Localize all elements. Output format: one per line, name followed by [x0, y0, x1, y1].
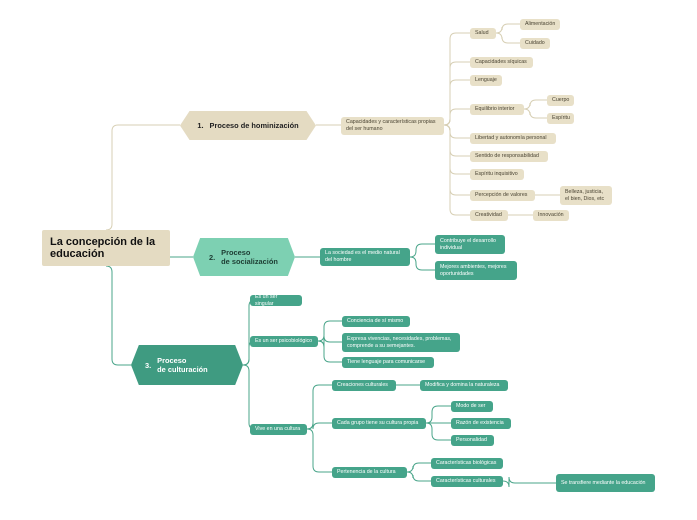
node-cada-grupo[interactable]: Cada grupo tiene su cultura propia [332, 418, 426, 429]
node-razon-existencia[interactable]: Razón de existencia [451, 418, 511, 429]
node-contribuye-desarrollo[interactable]: Contribuye el desarrollo individual [435, 235, 505, 254]
connector-line [443, 124, 470, 139]
connector-line [409, 243, 435, 258]
connector-line [306, 428, 332, 473]
node-sentido-responsabilidad[interactable]: Sentido de responsabilidad [470, 151, 548, 162]
node-espiritu[interactable]: Espíritu [547, 113, 574, 124]
node-vive-cultura[interactable]: Vive en una cultura [250, 424, 307, 435]
branch-label: Proceso de socialización [221, 248, 278, 266]
branch-label: Proceso de hominización [209, 121, 299, 130]
connector-line [406, 471, 431, 482]
branch-number: 1. [197, 121, 204, 130]
branch-hominizacion[interactable]: 1. Proceso de hominización [180, 111, 316, 140]
branch-culturacion[interactable]: 3. Proceso de culturación [131, 345, 243, 385]
branch-label: Proceso de culturación [157, 356, 208, 374]
node-tiene-lenguaje[interactable]: Tiene lenguaje para comunicarse [342, 357, 434, 368]
node-modo-de-ser[interactable]: Modo de ser [451, 401, 493, 412]
node-sociedad-medio-natural[interactable]: La sociedad es el medio natural del homb… [320, 248, 410, 266]
node-personalidad[interactable]: Personalidad [451, 435, 494, 446]
node-creatividad[interactable]: Creatividad [470, 210, 508, 221]
connector-line [443, 124, 470, 157]
connector-line [443, 124, 470, 175]
connector-line [105, 124, 180, 231]
node-libertad-autonomia[interactable]: Libertad y autonomía personal [470, 133, 556, 144]
connector-line [443, 124, 470, 216]
node-cuidado[interactable]: Cuidado [520, 38, 550, 49]
node-transfiere-educacion[interactable]: Se transfiere mediante la educación [556, 474, 655, 492]
connector-line [495, 32, 520, 44]
connector-line [443, 32, 470, 126]
node-salud[interactable]: Salud [470, 28, 496, 39]
connector-line [443, 79, 470, 126]
node-innovacion[interactable]: Innovación [533, 210, 569, 221]
connector-line [425, 405, 451, 424]
node-percepcion-valores[interactable]: Percepción de valores [470, 190, 535, 201]
connector-line [306, 422, 332, 430]
connector-line [105, 265, 131, 366]
node-lenguaje[interactable]: Lenguaje [470, 75, 502, 86]
node-ser-singular[interactable]: Es un ser singular [250, 294, 302, 307]
connector-line [443, 61, 470, 126]
node-caracteristicas-biologicas[interactable]: Características biológicas [431, 458, 503, 469]
node-pertenencia-cultura[interactable]: Pertenencia de la cultura [332, 467, 407, 478]
node-conciencia[interactable]: Conciencia de sí mismo [342, 316, 410, 327]
connector-line [317, 320, 342, 342]
connector-line [425, 422, 451, 441]
node-caracteristicas-culturales[interactable]: Características culturales [431, 476, 503, 487]
node-belleza-justicia[interactable]: Belleza, justicia, el bien, Dios, etc [560, 186, 612, 205]
connector-line [306, 384, 332, 430]
connector-line [523, 99, 547, 110]
node-cuerpo[interactable]: Cuerpo [547, 95, 574, 106]
root-topic[interactable]: La concepción de la educación [42, 230, 170, 266]
node-espiritu-inquisitivo[interactable]: Espíritu inquisitivo [470, 169, 524, 180]
node-alimentacion[interactable]: Alimentación [520, 19, 560, 30]
node-ser-psicobiologico[interactable]: Es un ser psicobiológico [250, 336, 318, 347]
branch-number: 3. [145, 360, 152, 370]
branch-number: 2. [209, 252, 216, 262]
branch-socializacion[interactable]: 2. Proceso de socialización [193, 238, 295, 276]
node-expresa-vivencias[interactable]: Expresa vivencias, necesidades, problema… [342, 333, 460, 352]
connector-line [409, 256, 435, 271]
node-equilibrio-interior[interactable]: Equilibrio interior [470, 104, 524, 115]
connector-line [495, 23, 520, 34]
node-capacidades-siquicas[interactable]: Capacidades síquicas [470, 57, 533, 68]
connector-line [443, 108, 470, 126]
connector-line [317, 340, 342, 363]
node-creaciones-culturales[interactable]: Creaciones culturales [332, 380, 396, 391]
connector-line [502, 476, 556, 488]
connector-line [523, 108, 547, 119]
node-capacidades-caracteristicas[interactable]: Capacidades y características propias de… [341, 117, 444, 135]
node-mejores-ambientes[interactable]: Mejores ambientes, mejores oportunidades [435, 261, 517, 280]
connector-line [242, 364, 256, 430]
connector-line [443, 124, 470, 196]
connector-line [406, 462, 431, 473]
node-modifica-naturaleza[interactable]: Modifica y domina la naturaleza [420, 380, 508, 391]
